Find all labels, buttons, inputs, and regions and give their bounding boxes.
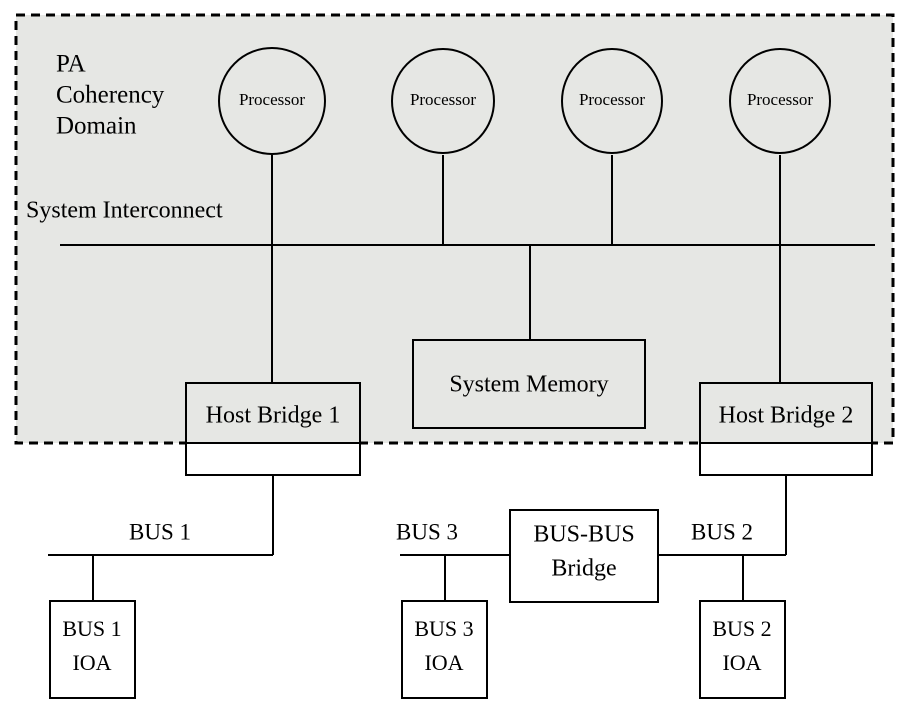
system-memory-label: System Memory — [449, 372, 608, 398]
domain-label-line3: Domain — [56, 113, 137, 140]
bus-1-ioa-box — [49, 600, 136, 699]
system-memory-box — [412, 339, 646, 429]
system-interconnect-label: System Interconnect — [26, 198, 223, 224]
host-bridge-2-label: Host Bridge 2 — [719, 403, 854, 429]
processor-1-circle — [218, 47, 326, 155]
processor-3-label: Processor — [579, 90, 645, 109]
bus-bus-bridge-box — [509, 509, 659, 603]
bus-bus-bridge-label-line1: BUS-BUS — [533, 522, 634, 548]
bus-2-label: BUS 2 — [691, 519, 753, 544]
host-bridge-1-box-upper — [185, 382, 361, 444]
processor-2-label: Processor — [410, 90, 476, 109]
bus-1-ioa-label-line1: BUS 1 — [62, 616, 121, 641]
bus-1-label: BUS 1 — [129, 519, 191, 544]
processor-2-circle — [391, 48, 495, 154]
processor-4-label: Processor — [747, 90, 813, 109]
host-bridge-1-label: Host Bridge 1 — [206, 403, 341, 429]
bus-2-ioa-box — [699, 600, 786, 699]
bus-2-ioa-label-line1: BUS 2 — [712, 616, 771, 641]
processor-1-label: Processor — [239, 90, 305, 109]
domain-label-line1: PA — [56, 51, 86, 78]
bus-3-ioa-label-line1: BUS 3 — [414, 616, 473, 641]
bus-3-label: BUS 3 — [396, 519, 458, 544]
bus-3-ioa-label-line2: IOA — [424, 650, 463, 675]
bus-1-ioa-label-line2: IOA — [72, 650, 111, 675]
host-bridge-2-box-lower — [699, 442, 873, 476]
bus-3-ioa-box — [401, 600, 488, 699]
host-bridge-1-box-lower — [185, 442, 361, 476]
processor-3-circle — [561, 48, 663, 154]
domain-label-line2: Coherency — [56, 82, 165, 109]
processor-4-circle — [729, 48, 831, 154]
bus-bus-bridge-label-line2: Bridge — [551, 556, 616, 582]
bus-2-ioa-label-line2: IOA — [722, 650, 761, 675]
